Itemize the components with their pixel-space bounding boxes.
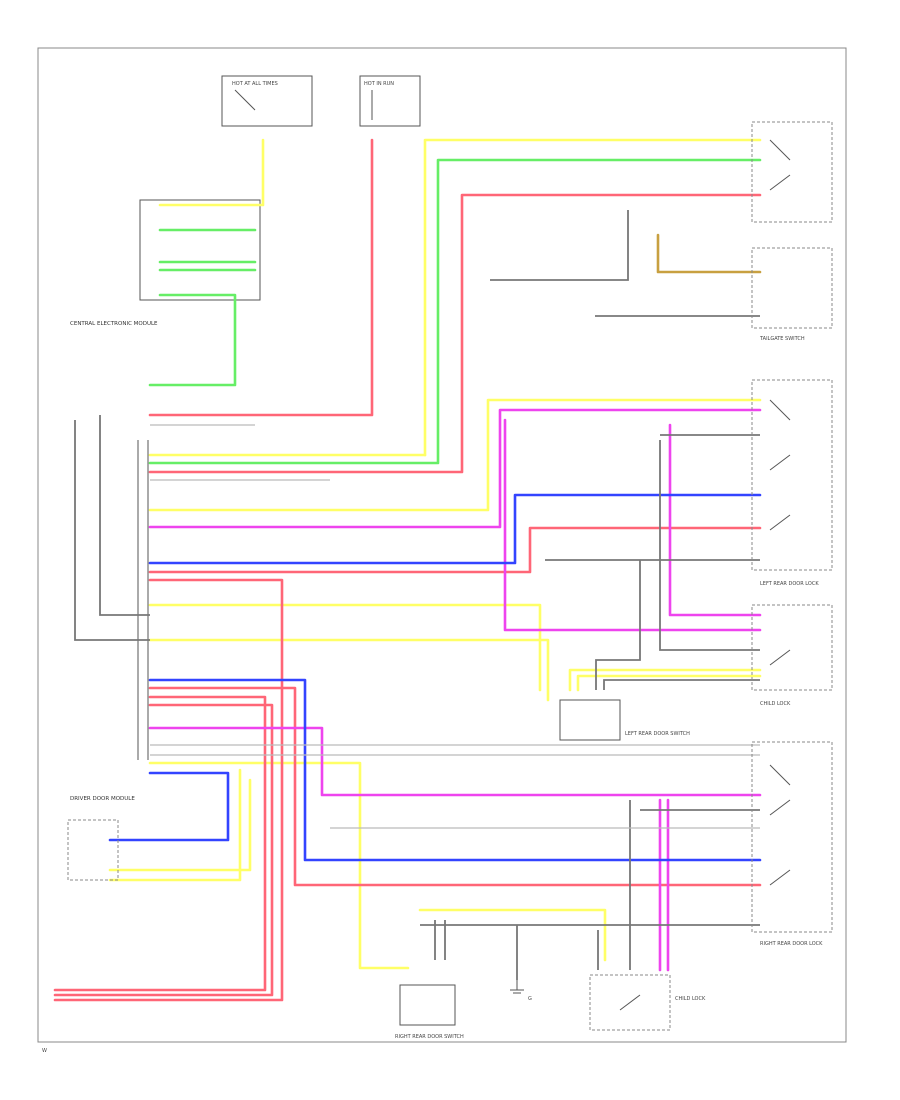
wire-red-tailgate — [148, 193, 762, 474]
ground-label: G — [528, 996, 532, 1002]
right-child-lock-box: CHILD LOCK — [589, 974, 706, 1031]
left-child-label: CHILD LOCK — [760, 701, 791, 707]
wire-yellow-lswitch2 — [148, 638, 550, 702]
power-label-right: HOT IN RUN — [364, 81, 394, 87]
wire-red-ground1 — [53, 578, 284, 1002]
wire-blue-rrear — [148, 678, 762, 862]
wire-green-tailgate — [148, 158, 762, 465]
left-rear-switch-label: LEFT REAR DOOR SWITCH — [625, 731, 690, 737]
wire-red-lrear — [148, 526, 762, 574]
driver-door-module: DRIVER DOOR MODULE — [67, 796, 135, 881]
wire-blue-child — [108, 771, 230, 842]
wire-red-rrear — [148, 686, 762, 887]
gray-wires — [74, 210, 760, 980]
wire-red-ground3 — [53, 703, 274, 997]
left-rear-lock-label: LEFT REAR DOOR LOCK — [760, 581, 819, 587]
central-module-connector: CENTRAL ELECTRONIC MODULE — [70, 199, 261, 327]
wire-red-ground2 — [53, 695, 267, 992]
page-reference: W — [42, 1048, 47, 1054]
wire-magenta-lrear3 — [668, 423, 762, 617]
right-rear-door-switch: RIGHT REAR DOOR SWITCH — [395, 984, 464, 1040]
diagram-frame — [37, 47, 847, 1043]
wire-magenta-lrear2 — [503, 418, 762, 632]
right-rear-switch-label: RIGHT REAR DOOR SWITCH — [395, 1034, 464, 1040]
central-module-label: CENTRAL ELECTRONIC MODULE — [70, 321, 158, 327]
right-rear-lock-box: RIGHT REAR DOOR LOCK — [751, 741, 833, 947]
wire-yellow-lsw-top — [568, 668, 762, 692]
wire-tan-tailgate — [656, 233, 762, 274]
tailgate-switch-box: TAILGATE SWITCH — [751, 247, 833, 342]
main-connector-block — [137, 440, 149, 760]
right-child-label: CHILD LOCK — [675, 996, 706, 1002]
wire-magenta-lrear — [148, 408, 762, 529]
wire-yellow-child — [108, 768, 242, 882]
door-module-label: DRIVER DOOR MODULE — [70, 796, 135, 802]
wire-yellow-lrear — [148, 398, 762, 512]
wire-yellow-tailgate — [423, 138, 762, 457]
tailgate-lock-actuator — [751, 121, 833, 223]
wire-yellow-top — [158, 138, 265, 207]
light-gray-wires — [150, 424, 760, 829]
left-rear-child-box: CHILD LOCK — [751, 604, 833, 707]
left-rear-lock-box: LEFT REAR DOOR LOCK — [751, 379, 833, 587]
wire-yellow-lswitch — [148, 603, 542, 692]
left-rear-door-switch: LEFT REAR DOOR SWITCH — [559, 699, 690, 741]
wire-green-main — [148, 293, 237, 387]
power-source-box-right: HOT IN RUN — [359, 75, 421, 127]
wire-yellow-rrear — [148, 761, 410, 970]
ground-symbol: G — [510, 980, 532, 1002]
right-rear-lock-label: RIGHT REAR DOOR LOCK — [760, 941, 823, 947]
wire-yellow-lsw-top2 — [576, 674, 762, 692]
wire-yellow-rswitch — [418, 908, 607, 962]
tailgate-switch-label: TAILGATE SWITCH — [759, 336, 805, 342]
power-label-left: HOT AT ALL TIMES — [232, 81, 278, 87]
wire-yellow-child2 — [108, 778, 252, 872]
power-source-box-left: HOT AT ALL TIMES — [221, 75, 313, 127]
wire-magenta-rrear — [148, 726, 762, 797]
wire-blue-lrear — [148, 493, 762, 565]
wire-red-power — [148, 138, 374, 417]
